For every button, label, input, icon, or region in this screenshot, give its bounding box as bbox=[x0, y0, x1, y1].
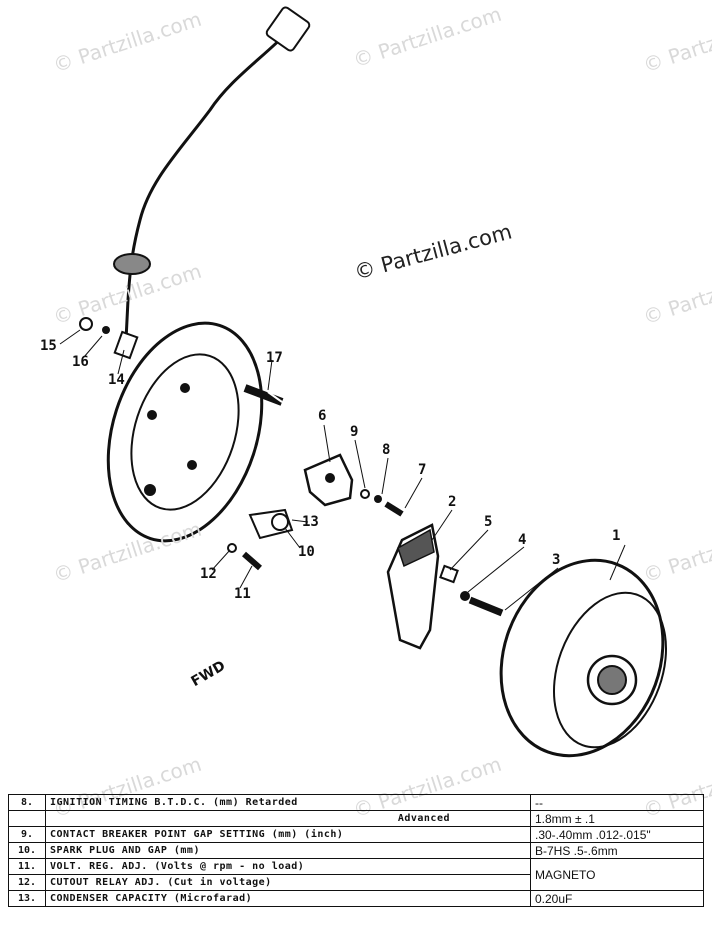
table-row: 9. CONTACT BREAKER POINT GAP SETTING (mm… bbox=[8, 826, 704, 843]
table-row: 13. CONDENSER CAPACITY (Microfarad) 0.20… bbox=[8, 890, 704, 907]
flywheel bbox=[499, 558, 665, 758]
table-row: Advanced 1.8mm ± .1 bbox=[8, 810, 704, 827]
callout-15: 15 bbox=[40, 338, 57, 354]
grommet bbox=[113, 253, 151, 275]
row-value: B-7HS .5-.6mm bbox=[530, 842, 704, 859]
screw-11 bbox=[242, 551, 262, 571]
callout-9: 9 bbox=[350, 424, 359, 440]
callout-11: 11 bbox=[234, 586, 251, 602]
parts-diagram bbox=[59, 6, 668, 758]
callout-7: 7 bbox=[418, 462, 427, 478]
row-value: MAGNETO bbox=[530, 858, 704, 891]
row-number bbox=[8, 810, 46, 827]
callout-1: 1 bbox=[612, 528, 621, 544]
row-number: 13. bbox=[8, 890, 46, 907]
callout-12: 12 bbox=[200, 566, 217, 582]
row-number: 12. bbox=[8, 874, 46, 891]
callout-10: 10 bbox=[298, 544, 315, 560]
callout-8: 8 bbox=[382, 442, 391, 458]
row-number: 10. bbox=[8, 842, 46, 859]
row-value: .30-.40mm .012-.015" bbox=[530, 826, 704, 843]
row-number: 8. bbox=[8, 794, 46, 811]
row-value: -- bbox=[530, 794, 704, 811]
washer-4 bbox=[460, 591, 470, 601]
callout-3: 3 bbox=[552, 552, 561, 568]
row-label: IGNITION TIMING B.T.D.C. (mm) Retarded bbox=[45, 794, 531, 811]
clamp-14 bbox=[113, 330, 139, 360]
callout-5: 5 bbox=[484, 514, 493, 530]
plate-5 bbox=[439, 564, 459, 584]
row-label: Advanced bbox=[45, 810, 531, 827]
washer-16 bbox=[102, 326, 110, 334]
callout-17: 17 bbox=[266, 350, 283, 366]
callout-6: 6 bbox=[318, 408, 327, 424]
row-number: 11. bbox=[8, 858, 46, 875]
table-row: 11. VOLT. REG. ADJ. (Volts @ rpm - no lo… bbox=[8, 858, 704, 891]
spec-table: 8. IGNITION TIMING B.T.D.C. (mm) Retarde… bbox=[8, 794, 704, 907]
bolt-17 bbox=[243, 384, 284, 406]
table-row: 10. SPARK PLUG AND GAP (mm) B-7HS .5-.6m… bbox=[8, 842, 704, 859]
washer-8 bbox=[374, 495, 382, 503]
row-label: SPARK PLUG AND GAP (mm) bbox=[45, 842, 531, 859]
callout-2: 2 bbox=[448, 494, 457, 510]
callout-14: 14 bbox=[108, 372, 125, 388]
connector bbox=[265, 6, 311, 52]
row-number: 9. bbox=[8, 826, 46, 843]
screw-15 bbox=[79, 317, 93, 331]
row-value: 0.20uF bbox=[530, 890, 704, 907]
row-label: CONDENSER CAPACITY (Microfarad) bbox=[45, 890, 531, 907]
callout-4: 4 bbox=[518, 532, 527, 548]
row-label: CUTOUT RELAY ADJ. (Cut in voltage) bbox=[45, 874, 531, 891]
row-label: CONTACT BREAKER POINT GAP SETTING (mm) (… bbox=[45, 826, 531, 843]
row-label: VOLT. REG. ADJ. (Volts @ rpm - no load) bbox=[45, 858, 531, 875]
callout-13: 13 bbox=[302, 514, 319, 530]
washer-9 bbox=[360, 489, 370, 499]
stator-plate-inner bbox=[130, 353, 240, 511]
screw-7 bbox=[384, 501, 404, 517]
table-row: 8. IGNITION TIMING B.T.D.C. (mm) Retarde… bbox=[8, 794, 704, 811]
bolt-3 bbox=[468, 596, 504, 617]
callout-16: 16 bbox=[72, 354, 89, 370]
row-value: 1.8mm ± .1 bbox=[530, 810, 704, 827]
